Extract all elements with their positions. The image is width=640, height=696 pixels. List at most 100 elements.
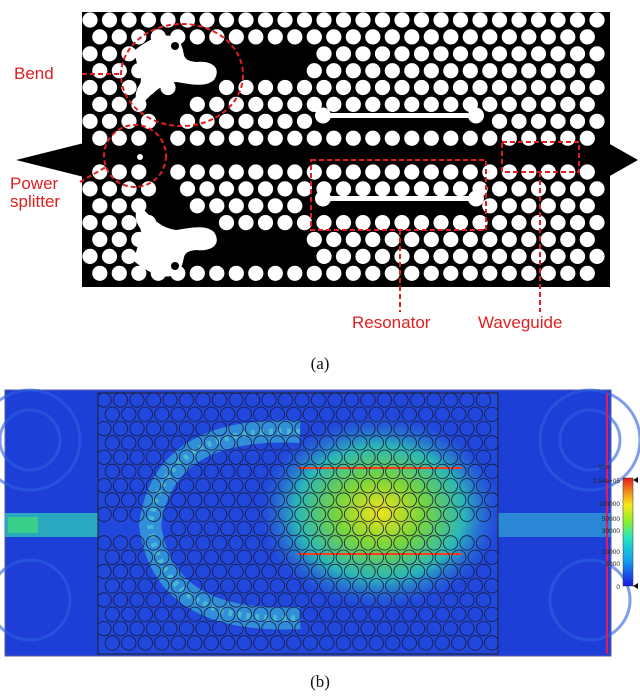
lattice-hole bbox=[418, 406, 434, 422]
lattice-hole bbox=[442, 449, 459, 465]
lattice-hole bbox=[253, 635, 269, 651]
lattice-hole bbox=[82, 215, 98, 231]
lattice-hole bbox=[277, 620, 294, 637]
lattice-hole bbox=[228, 592, 244, 608]
lattice-hole bbox=[521, 265, 537, 281]
lattice-hole bbox=[162, 620, 178, 637]
lattice-hole bbox=[385, 435, 401, 451]
lattice-hole bbox=[365, 231, 381, 248]
lattice-hole bbox=[203, 492, 219, 508]
output-waveguide-field bbox=[498, 513, 611, 537]
lattice-hole bbox=[302, 492, 318, 508]
lattice-hole bbox=[360, 535, 376, 551]
lattice-hole bbox=[121, 181, 137, 197]
lattice-hole bbox=[228, 620, 244, 637]
lattice-hole bbox=[316, 248, 332, 264]
lattice-hole bbox=[195, 449, 211, 465]
lattice-hole bbox=[521, 164, 537, 180]
lattice-hole bbox=[426, 393, 442, 408]
lattice-hole bbox=[413, 12, 430, 28]
lattice-hole bbox=[203, 435, 219, 451]
lattice-hole bbox=[170, 435, 186, 451]
lattice-hole bbox=[306, 130, 322, 146]
lattice-hole bbox=[98, 535, 112, 551]
lattice-hole bbox=[162, 478, 178, 494]
lattice-hole bbox=[521, 198, 537, 214]
lattice-hole bbox=[137, 578, 153, 594]
lattice-hole bbox=[277, 563, 294, 580]
lattice-hole bbox=[162, 420, 178, 437]
lattice-hole bbox=[530, 46, 547, 62]
lattice-hole bbox=[129, 563, 145, 580]
lattice-hole bbox=[530, 113, 547, 129]
lattice-hole bbox=[511, 46, 527, 62]
lattice-hole bbox=[129, 592, 145, 608]
lattice-hole bbox=[418, 578, 434, 594]
lattice-hole bbox=[238, 113, 254, 129]
lattice-hole bbox=[368, 492, 384, 508]
lattice-hole bbox=[162, 393, 178, 408]
lattice-hole bbox=[482, 130, 498, 146]
lattice-hole bbox=[343, 535, 360, 551]
lattice-hole bbox=[296, 12, 313, 28]
lattice-hole bbox=[345, 231, 361, 248]
lattice-hole bbox=[467, 492, 483, 508]
lattice-hole bbox=[345, 63, 361, 79]
lattice-hole bbox=[452, 248, 469, 264]
lattice-hole bbox=[393, 420, 409, 437]
lattice-hole bbox=[540, 231, 556, 248]
lattice-hole bbox=[137, 406, 153, 422]
lattice-hole bbox=[112, 563, 129, 580]
lattice-hole bbox=[442, 535, 459, 551]
lattice-hole bbox=[491, 248, 508, 264]
lattice-hole bbox=[111, 29, 127, 45]
lattice-hole bbox=[137, 463, 153, 479]
lattice-hole bbox=[589, 79, 605, 96]
lattice-hole bbox=[112, 535, 129, 551]
lattice-hole bbox=[287, 265, 303, 281]
lattice-hole bbox=[160, 12, 176, 28]
lattice-hole bbox=[343, 393, 360, 408]
lattice-hole bbox=[261, 420, 277, 437]
lattice-hole bbox=[316, 46, 332, 62]
lattice-hole bbox=[560, 96, 576, 112]
lattice-hole bbox=[154, 549, 170, 565]
lattice-hole bbox=[418, 635, 434, 651]
colorbar-unit: V/m bbox=[598, 464, 610, 471]
lattice-hole bbox=[521, 63, 537, 79]
lattice-hole bbox=[178, 478, 195, 494]
lattice-hole bbox=[418, 606, 434, 622]
lattice-hole bbox=[121, 113, 137, 129]
lattice-hole bbox=[451, 435, 467, 451]
lattice-hole bbox=[228, 563, 244, 580]
lattice-hole bbox=[579, 231, 595, 248]
lattice-hole bbox=[459, 478, 475, 494]
lattice-hole bbox=[360, 620, 376, 637]
lattice-hole bbox=[121, 215, 137, 231]
lattice-hole bbox=[511, 12, 527, 28]
caption-b: (b) bbox=[310, 672, 330, 691]
lattice-hole bbox=[257, 12, 274, 28]
lattice-hole bbox=[352, 435, 368, 451]
lattice-hole bbox=[384, 96, 400, 112]
lattice-hole bbox=[482, 29, 498, 45]
lattice-hole bbox=[228, 478, 244, 494]
lattice-hole bbox=[145, 478, 162, 494]
lattice-hole bbox=[189, 130, 205, 146]
lattice-hole bbox=[306, 63, 322, 79]
lattice-hole bbox=[228, 265, 244, 281]
lattice-hole bbox=[491, 215, 508, 231]
lattice-hole bbox=[394, 46, 410, 62]
lattice-hole bbox=[459, 449, 475, 465]
lattice-hole bbox=[236, 549, 252, 565]
lattice-hole bbox=[385, 492, 401, 508]
lattice-hole bbox=[154, 492, 170, 508]
lattice-hole bbox=[423, 96, 439, 112]
lattice-hole bbox=[511, 181, 527, 197]
lattice-hole bbox=[327, 592, 343, 608]
lattice-hole bbox=[277, 79, 293, 96]
lattice-hole bbox=[352, 492, 368, 508]
lattice-hole bbox=[129, 620, 145, 637]
lattice-hole bbox=[374, 46, 391, 62]
lattice-hole bbox=[384, 130, 400, 146]
